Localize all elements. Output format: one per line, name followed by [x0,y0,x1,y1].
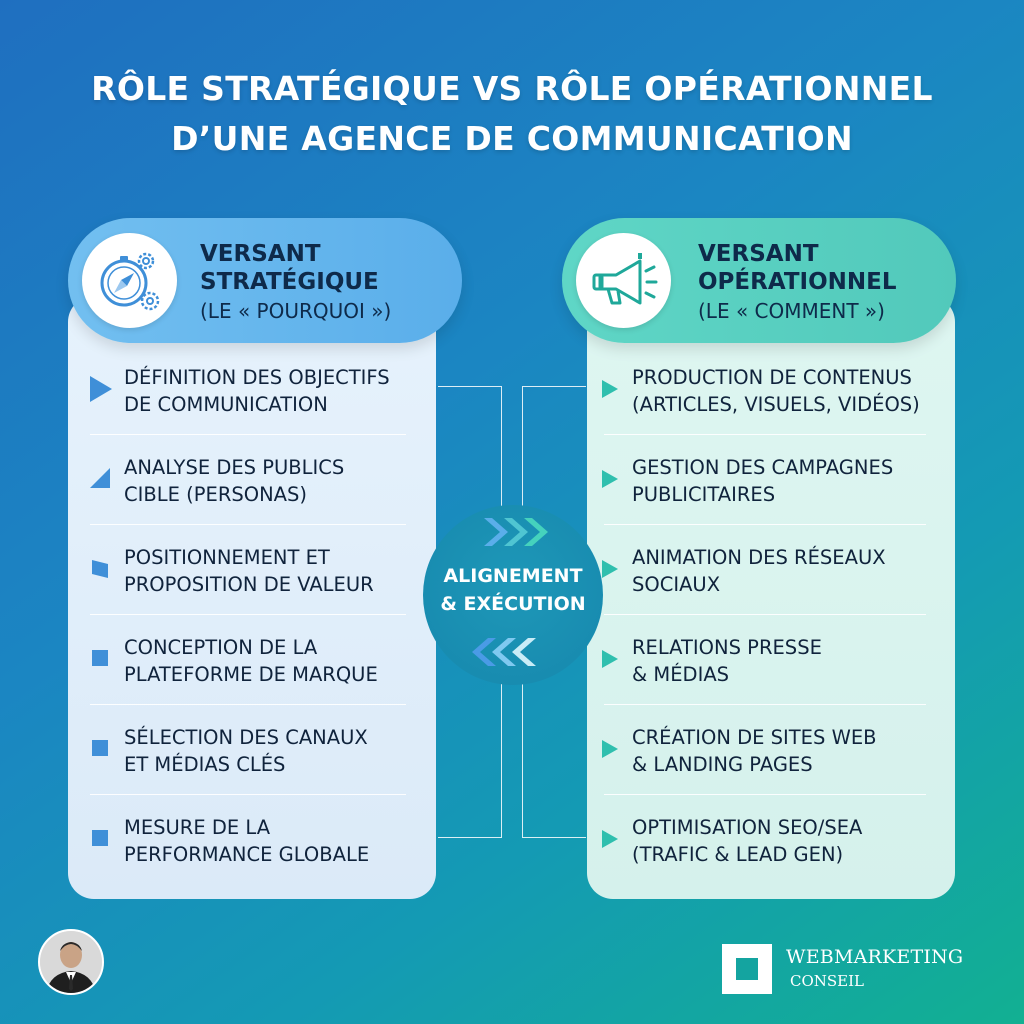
strategic-divider [90,794,406,795]
square-marker-icon [92,560,108,578]
megaphone-icon [592,253,658,305]
strategic-heading: VERSANT STRATÉGIQUE (LE « POURQUOI ») [200,240,391,326]
strategic-divider [90,434,406,435]
operational-divider [604,794,926,795]
operational-item: RELATIONS PRESSE& MÉDIAS [600,634,950,698]
operational-item: CRÉATION DE SITES WEB& LANDING PAGES [600,724,950,788]
operational-item-label: PRODUCTION DE CONTENUS(ARTICLES, VISUELS… [632,366,920,416]
triangle-marker-icon [602,560,618,578]
operational-item-label: CRÉATION DE SITES WEB& LANDING PAGES [632,726,877,776]
square-marker-icon [92,740,108,756]
triangle-marker-icon [90,376,112,402]
center-label-line-2: & EXÉCUTION [440,593,586,615]
operational-heading: VERSANT OPÉRATIONNEL (LE « COMMENT ») [698,240,897,326]
center-circle [423,505,603,685]
operational-heading-line-1: VERSANT [698,241,819,267]
operational-badge [576,233,671,328]
strategic-badge [82,233,177,328]
operational-divider [604,434,926,435]
triangle-marker-icon [602,650,618,668]
triangle-marker-icon [602,380,618,398]
operational-heading-line-2: OPÉRATIONNEL [698,269,897,295]
operational-divider [604,614,926,615]
strategic-divider [90,524,406,525]
operational-item-label: RELATIONS PRESSE& MÉDIAS [632,636,822,686]
title-line-1: RÔLE STRATÉGIQUE VS RÔLE OPÉRATIONNEL [91,69,933,108]
compass-gears-icon [100,252,160,311]
forward-arrows-icon [484,518,548,546]
logo-name: WEBMARKETING [786,946,964,968]
corner-marker-icon [90,468,110,488]
strategic-heading-line-1: VERSANT [200,241,321,267]
operational-item: OPTIMISATION SEO/SEA(TRAFIC & LEAD GEN) [600,814,950,878]
strategic-divider [90,704,406,705]
operational-header: VERSANT OPÉRATIONNEL (LE « COMMENT ») [562,218,956,343]
strategic-divider [90,614,406,615]
strategic-heading-line-2: STRATÉGIQUE [200,269,379,295]
operational-divider [604,524,926,525]
square-marker-icon [92,830,108,846]
logo-subname: CONSEIL [790,972,865,990]
triangle-marker-icon [602,470,618,488]
operational-divider [604,704,926,705]
strategic-subheading: (LE « POURQUOI ») [200,299,392,323]
square-logo-icon [722,944,772,994]
center-label-line-1: ALIGNEMENT [443,565,583,587]
person-avatar-icon [40,931,102,993]
square-marker-icon [92,650,108,666]
backward-arrows-icon [472,638,536,666]
operational-item: PRODUCTION DE CONTENUS(ARTICLES, VISUELS… [600,364,950,428]
author-avatar [38,929,104,995]
triangle-marker-icon [602,830,618,848]
title-line-2: D’UNE AGENCE DE COMMUNICATION [171,119,853,158]
operational-item-label: OPTIMISATION SEO/SEA(TRAFIC & LEAD GEN) [632,816,863,866]
page-title: RÔLE STRATÉGIQUE VS RÔLE OPÉRATIONNEL D’… [0,64,1024,164]
triangle-marker-icon [602,740,618,758]
operational-panel [587,296,955,899]
operational-subheading: (LE « COMMENT ») [698,299,885,323]
strategic-header: VERSANT STRATÉGIQUE (LE « POURQUOI ») [68,218,462,343]
center-label: ALIGNEMENT & EXÉCUTION [423,562,603,618]
strategic-panel [68,296,436,899]
